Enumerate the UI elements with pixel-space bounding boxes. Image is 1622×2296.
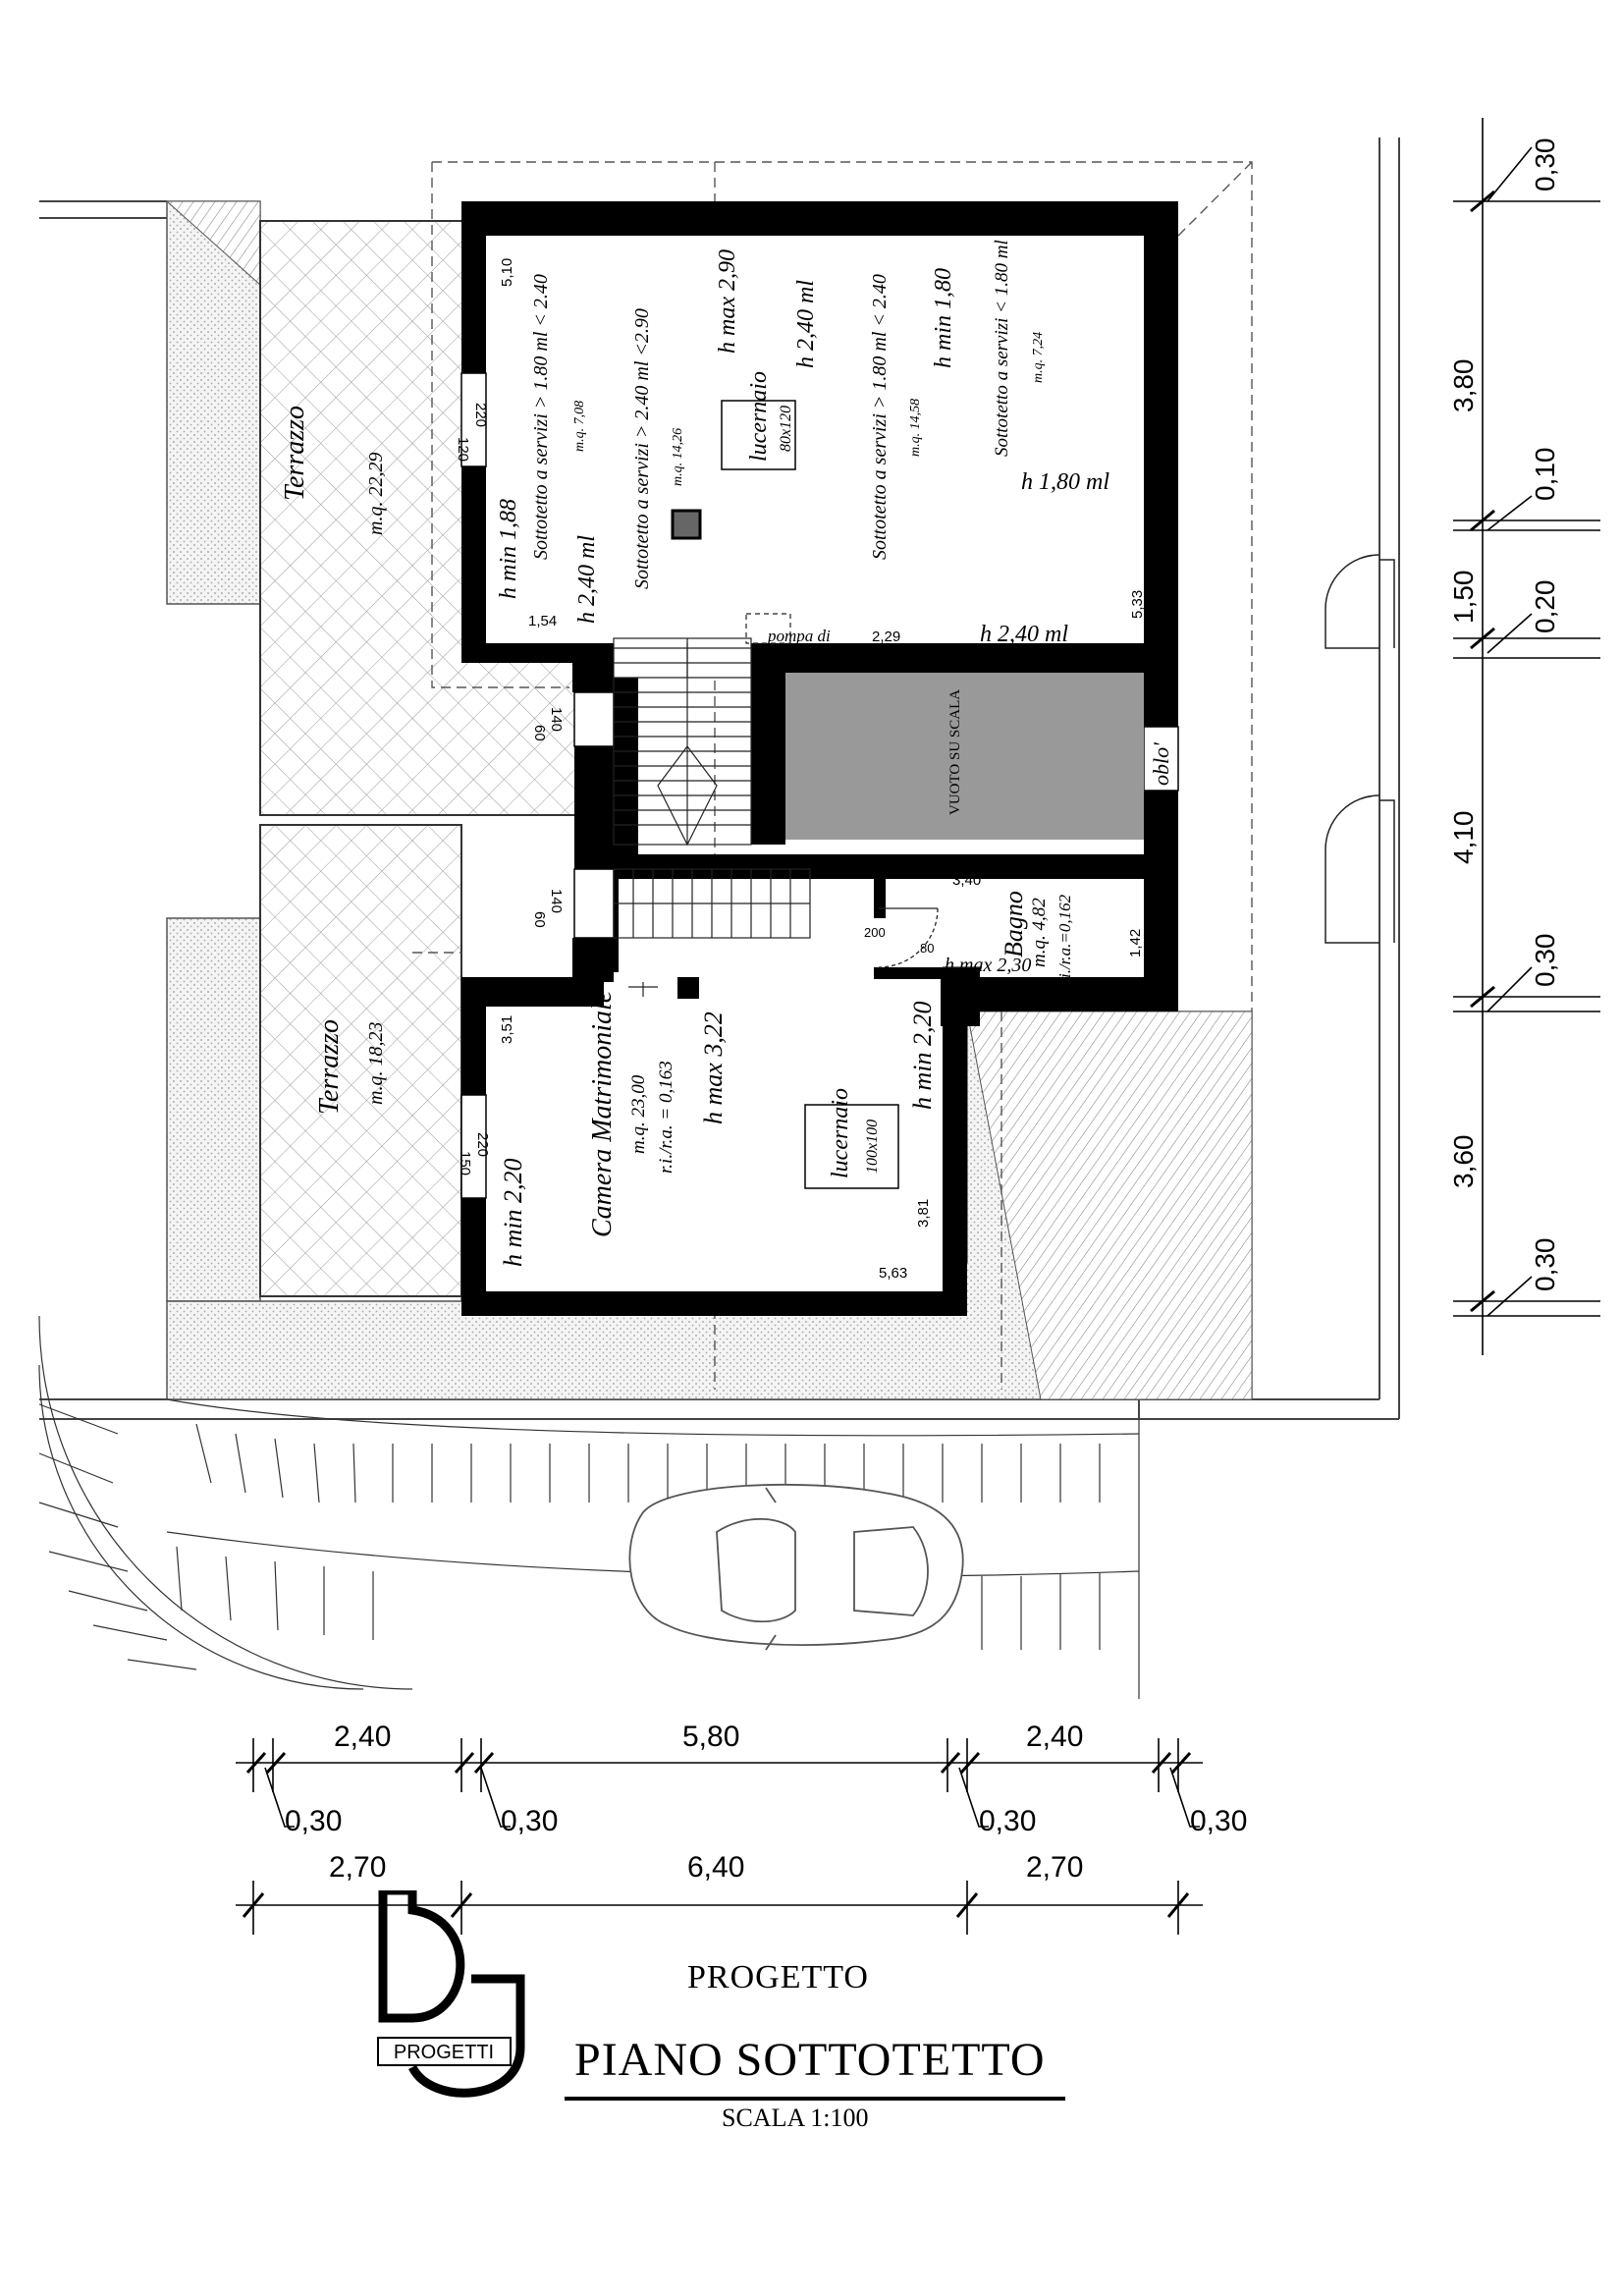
driveway [38,1315,1140,1699]
dim-right-6: 4,10 [1448,811,1479,865]
lower-rooms [486,879,1144,1291]
stair-void [785,673,1144,840]
dim-right-4: 1,50 [1448,571,1479,625]
terrace-bottom [259,824,462,1297]
skylight-1-icon [721,400,796,470]
title-name: PIANO SOTTOTETTO [574,2034,1046,2086]
floor-plan: 0,30 3,80 0,10 1,50 0,20 4,10 0,30 3,60 … [38,118,1600,1828]
title-scale: SCALA 1:100 [722,2104,869,2132]
right-dimension-line [1453,118,1600,1355]
dim-right-2: 3,80 [1448,359,1479,413]
dim-right-3: 0,10 [1530,448,1560,502]
bottom-dimension-lines [236,1738,1203,1828]
logo-text: PROGETTI [394,2042,494,2063]
skylight-2-icon [804,1104,899,1189]
dim-right-9: 0,30 [1530,1238,1560,1292]
chimney-icon [671,509,702,540]
upper-rooms [486,236,1144,678]
bathroom-door [878,907,982,968]
total-dimension-line [236,1881,1203,1935]
bay-windows [1325,554,1395,944]
title-underline [565,2097,1065,2101]
dim-right-8: 3,60 [1448,1135,1479,1189]
title-heading: PROGETTO [687,1959,869,1995]
dim-right-5: 0,20 [1530,580,1560,634]
logo: PROGETTI [377,1890,525,2098]
dim-right-7: 0,30 [1530,934,1560,988]
car-icon [628,1483,964,1651]
interior-walls [461,358,1178,1208]
roof-overhang [165,200,1253,1400]
openings [460,372,1179,1199]
title-block: PROGETTI PROGETTO PIANO SOTTOTETTO SCALA… [373,1846,1080,2141]
dim-right-1: 0,30 [1530,138,1560,192]
staircase [613,613,811,997]
